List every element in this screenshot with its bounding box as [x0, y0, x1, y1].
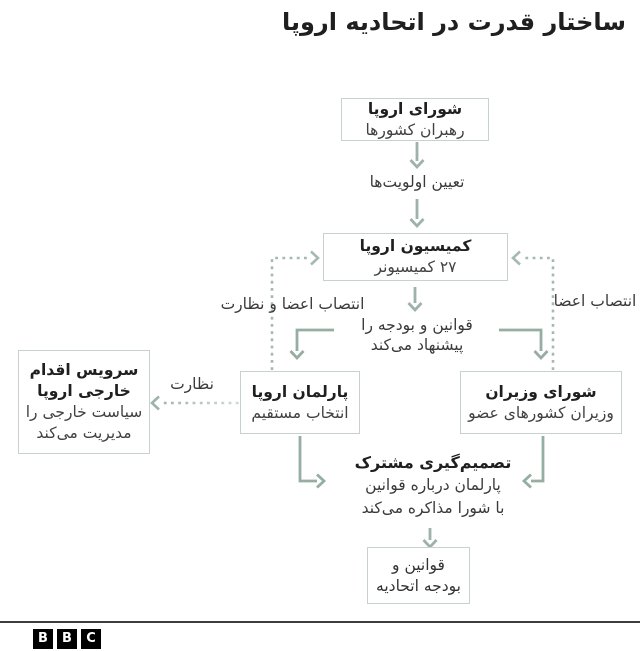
edge-label-proposes-line1: قوانین و بودجه را	[361, 316, 473, 334]
edge-label-oversight: نظارت	[170, 375, 214, 393]
connector-council-to-priorities-arrow	[409, 142, 425, 170]
laws-budget-line1: قوانین و	[392, 555, 445, 574]
council-of-ministers-subtitle: وزیران کشورهای عضو	[468, 403, 614, 422]
commission-subtitle: ۲۷ کمیسیونر	[374, 258, 457, 276]
edge-label-set-priorities: تعیین اولویت‌ها	[369, 173, 465, 191]
european-council-title: شورای اروپا	[367, 99, 463, 118]
edge-label-appoint-members-oversight: انتصاب اعضا و نظارت	[220, 295, 365, 313]
node-eeas: سرویس اقدام خارجی اروپا سیاست خارجی را م…	[18, 350, 150, 454]
eeas-subtitle-line2: مدیریت می‌کند	[36, 424, 132, 442]
eeas-title-line2: خارجی اروپا	[37, 382, 131, 400]
bbc-logo-block-b2: B	[57, 629, 77, 649]
parliament-subtitle: انتخاب مستقیم	[251, 403, 349, 422]
connector-parliament-to-eeas-dashed-arrow	[150, 395, 253, 411]
connector-codecision-to-laws-arrow	[422, 528, 438, 550]
node-laws-budget: قوانین و بودجه اتحادیه	[367, 547, 470, 604]
node-council-of-ministers: شورای وزیران وزیران کشورهای عضو	[460, 371, 622, 434]
node-european-council: شورای اروپا رهبران کشورها	[341, 98, 489, 141]
bbc-logo-block-c: C	[81, 629, 101, 649]
eeas-subtitle-line1: سیاست خارجی را	[25, 403, 143, 421]
codecision-subtitle-line2: با شورا مذاکره می‌کند	[361, 499, 505, 517]
page-title: ساختار قدرت در اتحادیه اروپا	[281, 8, 626, 36]
footer-divider	[0, 621, 640, 623]
connector-parliament-to-codecision-arrow	[298, 436, 327, 489]
eeas-title-line1: سرویس اقدام	[29, 361, 139, 379]
bbc-logo: B B C	[33, 629, 101, 649]
codecision-subtitle-line1: پارلمان درباره قوانین	[365, 476, 501, 494]
council-of-ministers-title: شورای وزیران	[485, 382, 597, 401]
node-parliament: پارلمان اروپا انتخاب مستقیم	[240, 371, 360, 434]
european-council-subtitle: رهبران کشورها	[365, 120, 465, 139]
edge-label-appoint-members: انتصاب اعضا	[553, 292, 637, 310]
codecision-title: تصمیم‌گیری مشترک	[354, 453, 512, 472]
node-commission: کمیسیون اروپا ۲۷ کمیسیونر	[323, 233, 508, 281]
bbc-logo-block-b1: B	[33, 629, 53, 649]
node-codecision: تصمیم‌گیری مشترک پارلمان درباره قوانین ب…	[328, 451, 538, 520]
parliament-title: پارلمان اروپا	[251, 382, 349, 401]
edge-label-proposes-line2: پیشنهاد می‌کند	[370, 335, 464, 354]
edge-label-proposes: قوانین و بودجه را پیشنهاد می‌کند	[317, 316, 517, 355]
commission-title: کمیسیون اروپا	[359, 237, 472, 255]
connector-priorities-to-commission-arrow	[409, 199, 425, 229]
laws-budget-line2: بودجه اتحادیه	[376, 576, 461, 595]
connector-commission-to-proposes-arrow	[407, 287, 423, 313]
